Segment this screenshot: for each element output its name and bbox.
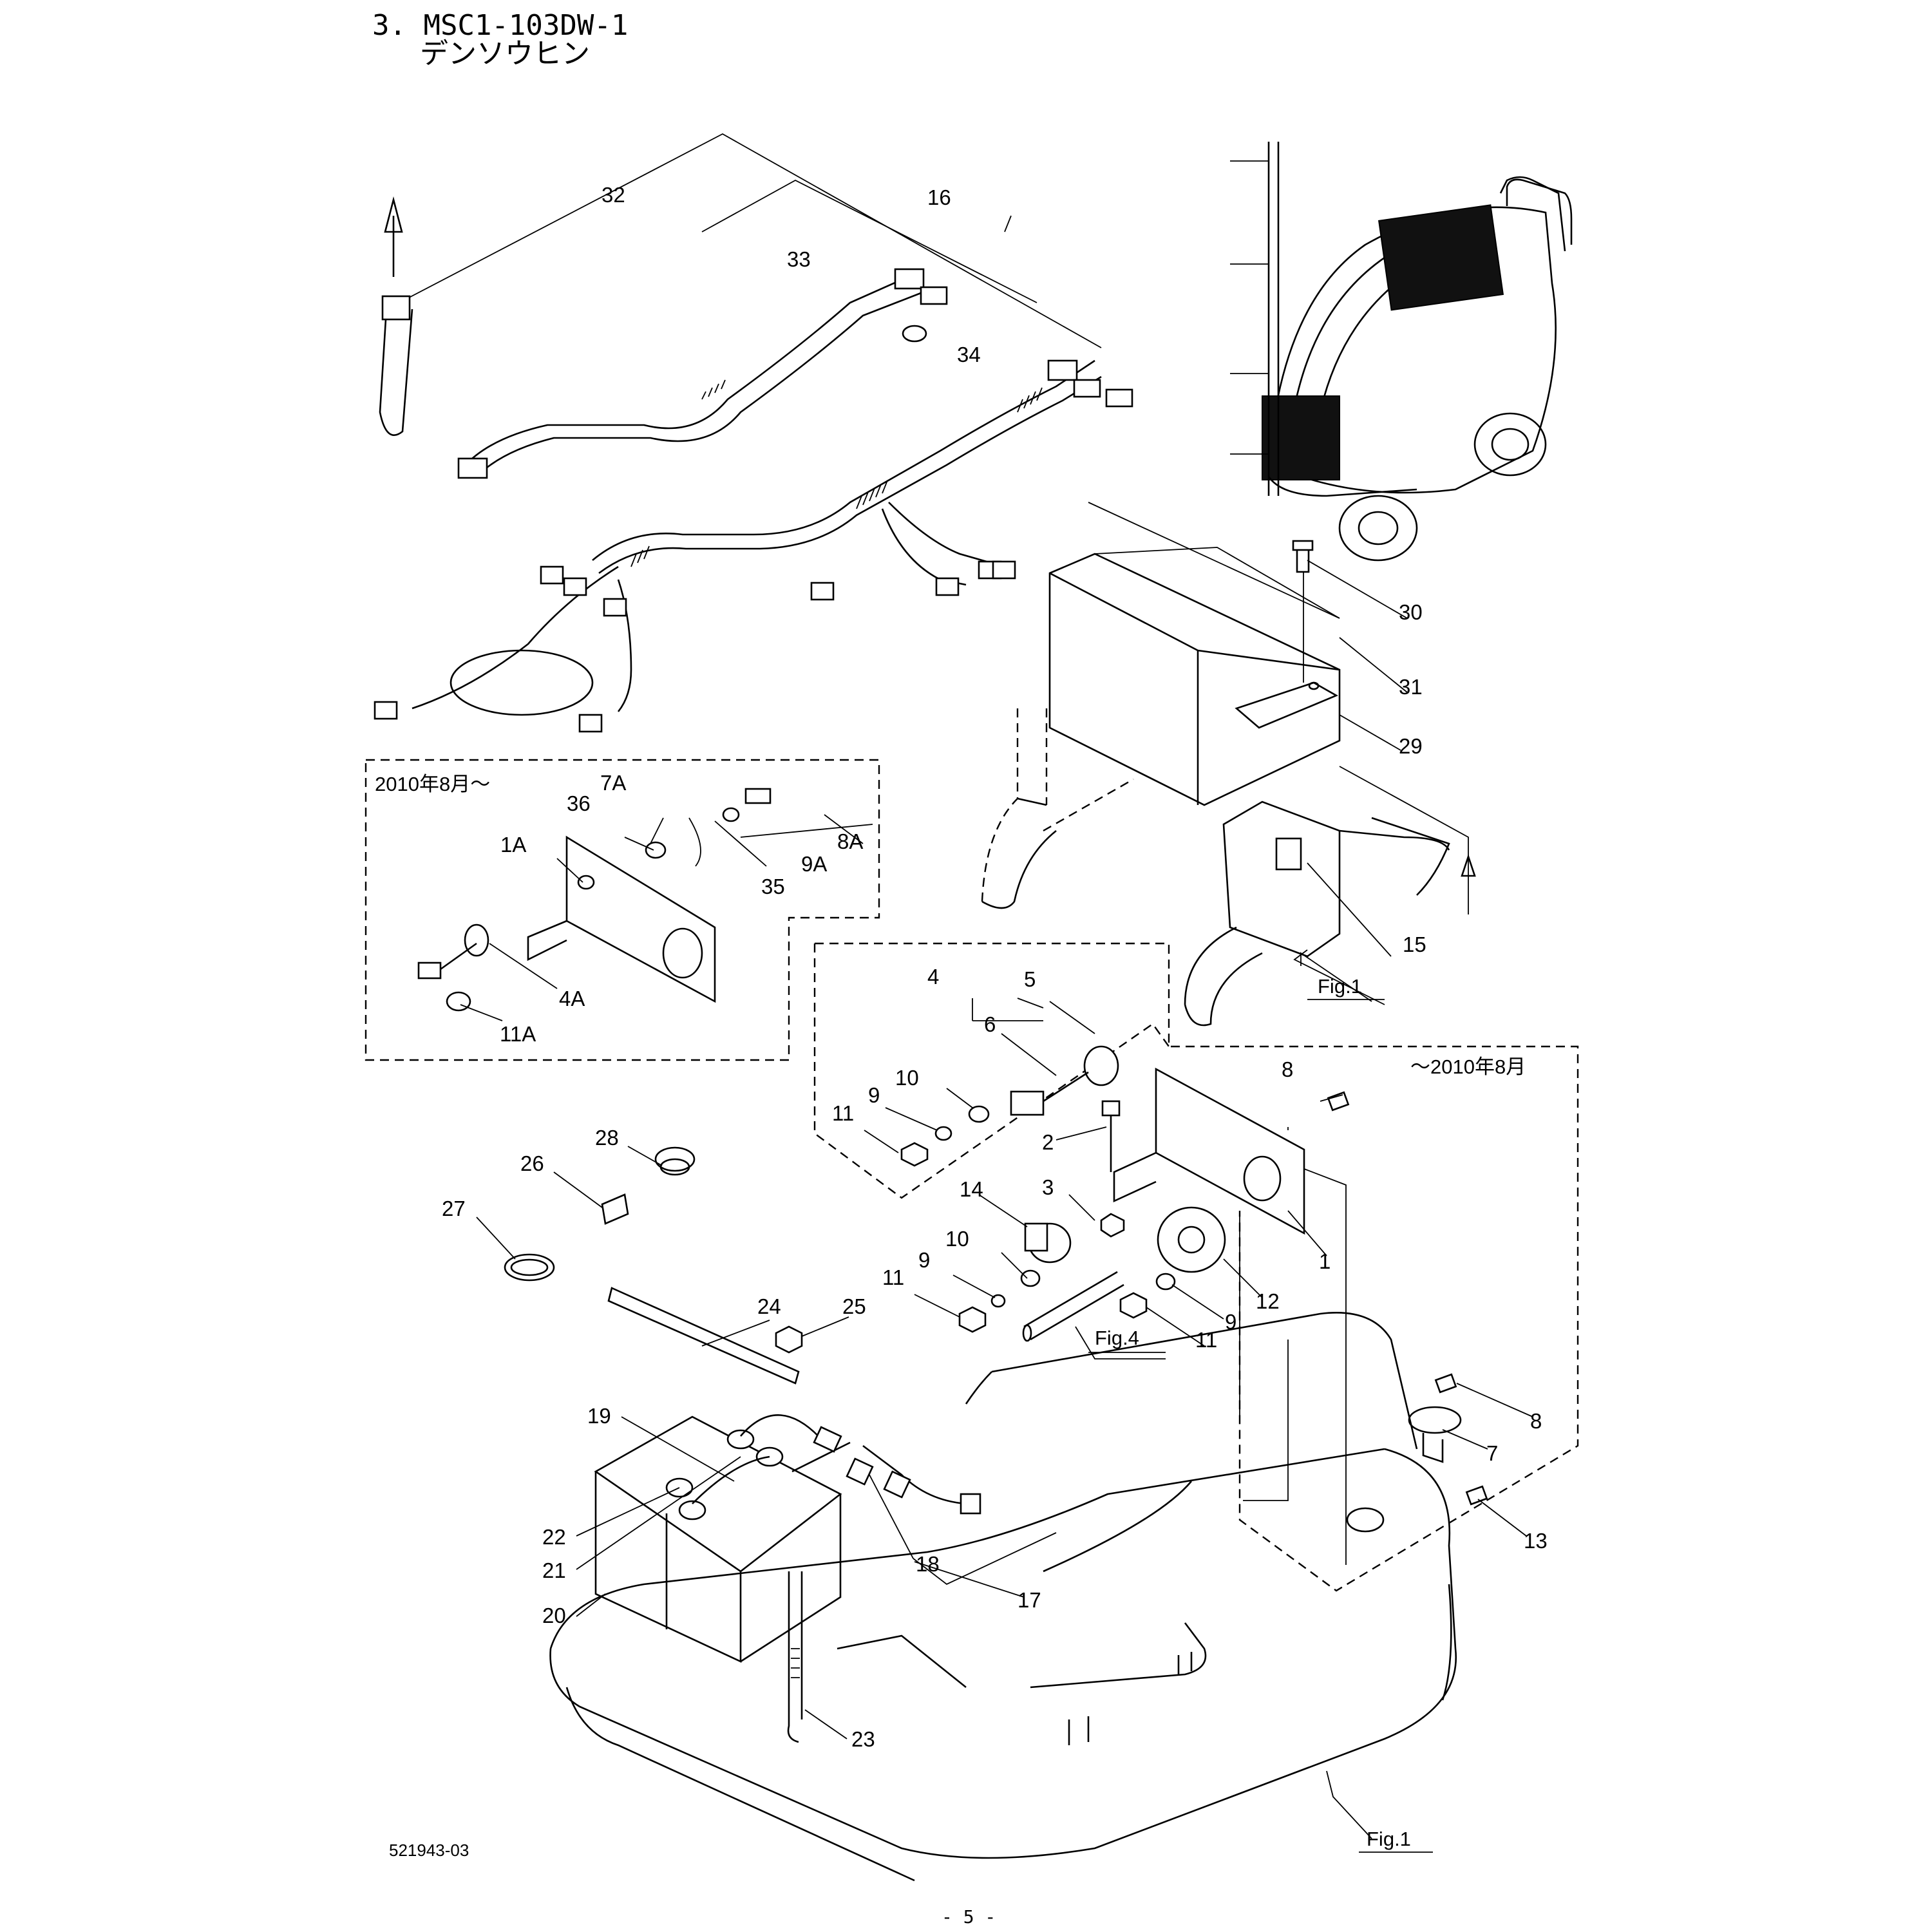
fig1-reference-bottom: Fig.1 <box>1367 1828 1411 1850</box>
chassis-frame <box>549 1168 1457 1882</box>
new-version-box <box>365 759 880 1061</box>
callout-19: 19 <box>587 1404 611 1428</box>
callout-8b: 8 <box>1530 1409 1542 1433</box>
callout-34: 34 <box>957 343 981 366</box>
callout-24: 24 <box>757 1294 781 1318</box>
machine-illustration <box>1230 142 1573 562</box>
callout-8a: 8A <box>837 829 863 853</box>
callout-11c: 11 <box>1195 1328 1217 1352</box>
callout-12: 12 <box>1256 1289 1280 1313</box>
callout-1: 1 <box>1319 1249 1331 1273</box>
callout-35: 35 <box>761 875 785 898</box>
document-id: 521943-03 <box>389 1841 469 1860</box>
callout-31: 31 <box>1399 675 1423 699</box>
connector-32 <box>381 295 411 321</box>
note-until-2010-aug: ～2010年8月 <box>1410 1056 1526 1078</box>
callout-11a-num: 11 <box>832 1101 854 1125</box>
callout-3: 3 <box>1042 1175 1054 1199</box>
callout-23: 23 <box>851 1727 875 1751</box>
callout-15: 15 <box>1403 933 1426 956</box>
callout-14: 14 <box>960 1177 983 1201</box>
callout-labels: 32 16 33 34 30 31 29 15 7A 36 1A 8A 9A 3… <box>442 183 1548 1751</box>
callout-33: 33 <box>787 247 811 271</box>
callout-25: 25 <box>842 1294 866 1318</box>
fig1-reference-top: Fig.1 <box>1318 975 1362 998</box>
callout-2: 2 <box>1042 1130 1054 1154</box>
callout-30: 30 <box>1399 600 1423 624</box>
callout-9b: 9 <box>918 1248 930 1272</box>
callout-7: 7 <box>1486 1441 1498 1465</box>
fig4-reference: Fig.4 <box>1095 1327 1139 1349</box>
callout-1a: 1A <box>500 833 526 857</box>
wire-harness-group <box>374 133 1133 733</box>
callout-36: 36 <box>567 791 591 815</box>
callout-18: 18 <box>916 1552 940 1576</box>
callout-16: 16 <box>927 185 951 209</box>
callout-11b: 11 <box>882 1265 904 1289</box>
section-title: 3. MSC1-103DW-1 <box>372 9 629 42</box>
page-number: - 5 - <box>942 1906 996 1927</box>
callout-10b: 10 <box>945 1227 969 1251</box>
callout-27: 27 <box>442 1197 466 1220</box>
callout-5: 5 <box>1024 967 1036 991</box>
figure-notes: 2010年8月～ ～2010年8月 Fig.1 Fig.4 Fig.1 <box>375 773 1526 1853</box>
callout-9c: 9 <box>1225 1310 1236 1334</box>
callout-26: 26 <box>520 1151 544 1175</box>
note-from-2010-aug: 2010年8月～ <box>375 773 490 795</box>
control-box-group <box>981 502 1476 1027</box>
old-version-box <box>813 942 1579 1592</box>
callout-28: 28 <box>595 1126 619 1150</box>
callout-4: 4 <box>927 965 939 989</box>
callout-9a: 9A <box>801 852 827 876</box>
callout-20: 20 <box>542 1604 566 1627</box>
callout-21: 21 <box>542 1558 566 1582</box>
callout-22: 22 <box>542 1525 566 1549</box>
callout-17: 17 <box>1018 1588 1041 1612</box>
leader-lines <box>460 215 1533 1839</box>
callout-29: 29 <box>1399 734 1423 758</box>
callout-4a: 4A <box>559 987 585 1010</box>
callout-8: 8 <box>1282 1057 1293 1081</box>
callout-11a: 11A <box>500 1022 536 1046</box>
callout-10a: 10 <box>895 1066 919 1090</box>
section-subtitle: デンソウヒン <box>420 37 590 70</box>
callout-32: 32 <box>601 183 625 207</box>
callout-13: 13 <box>1524 1529 1548 1553</box>
callout-6: 6 <box>984 1012 996 1036</box>
loose-parts <box>504 1146 803 1385</box>
callout-9a-num: 9 <box>868 1083 880 1107</box>
callout-7a: 7A <box>600 771 626 795</box>
battery-group <box>594 1414 981 1743</box>
